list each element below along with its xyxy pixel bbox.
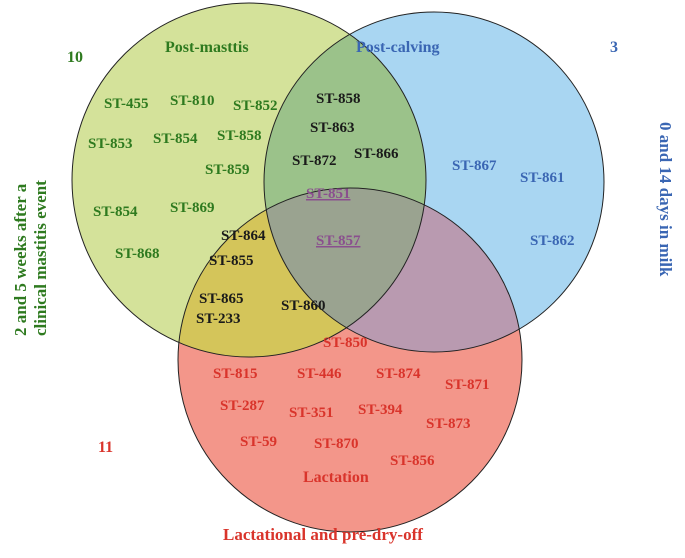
st-label: ST-872	[292, 153, 336, 169]
st-label: ST-873	[426, 416, 470, 432]
st-label: ST-455	[104, 96, 148, 112]
st-label: ST-351	[289, 405, 333, 421]
outline-lactation	[177, 187, 523, 533]
title-lactation: Lactation	[303, 469, 369, 486]
title-post-calving: Post-calving	[356, 39, 440, 56]
outline-post-mastitis	[71, 2, 427, 358]
st-label: ST-854	[153, 131, 198, 147]
bottom-label-lactation: Lactational and pre-dry-off	[223, 525, 423, 544]
st-label: ST-862	[530, 233, 574, 249]
st-label: ST-869	[170, 200, 214, 216]
st-label: ST-853	[88, 136, 132, 152]
st-label: ST-860	[281, 298, 325, 314]
st-label: ST-850	[323, 335, 367, 351]
overlap-mastitis-lactation	[178, 188, 426, 357]
st-label: ST-856	[390, 453, 435, 469]
st-label: ST-852	[233, 98, 277, 114]
st-label: ST-394	[358, 402, 403, 418]
st-label: ST-865	[199, 291, 243, 307]
st-label: ST-864	[221, 228, 266, 244]
st-label: ST-810	[170, 93, 214, 109]
st-label: ST-874	[376, 366, 421, 382]
st-label: ST-870	[314, 436, 358, 452]
st-label: ST-858	[217, 128, 261, 144]
side-label-mastitis-line2: clinical mastitis event	[31, 180, 50, 336]
st-label: ST-854	[93, 204, 138, 220]
count-lactation: 11	[98, 439, 113, 456]
st-label: ST-868	[115, 246, 159, 262]
title-post-mastitis: Post-masttis	[165, 39, 249, 56]
st-label: ST-815	[213, 366, 257, 382]
st-label: ST-851	[306, 186, 350, 202]
st-label: ST-287	[220, 398, 265, 414]
side-label-mastitis-line1: 2 and 5 weeks after a	[11, 183, 30, 336]
overlap-calving-lactation	[264, 188, 522, 352]
st-label: ST-858	[316, 91, 360, 107]
side-label-calving: 0 and 14 days in milk	[656, 122, 675, 277]
st-label: ST-863	[310, 120, 354, 136]
st-label: ST-866	[354, 146, 399, 162]
st-label: ST-855	[209, 253, 253, 269]
st-label: ST-446	[297, 366, 342, 382]
outline-post-calving	[263, 11, 605, 353]
st-label: ST-59	[240, 434, 277, 450]
st-label: ST-233	[196, 311, 240, 327]
st-label: ST-859	[205, 162, 249, 178]
count-post-calving: 3	[610, 39, 618, 56]
st-label: ST-857	[316, 233, 361, 249]
st-label: ST-867	[452, 158, 497, 174]
st-label: ST-871	[445, 377, 489, 393]
count-post-mastitis: 10	[67, 49, 83, 66]
st-label: ST-861	[520, 170, 564, 186]
